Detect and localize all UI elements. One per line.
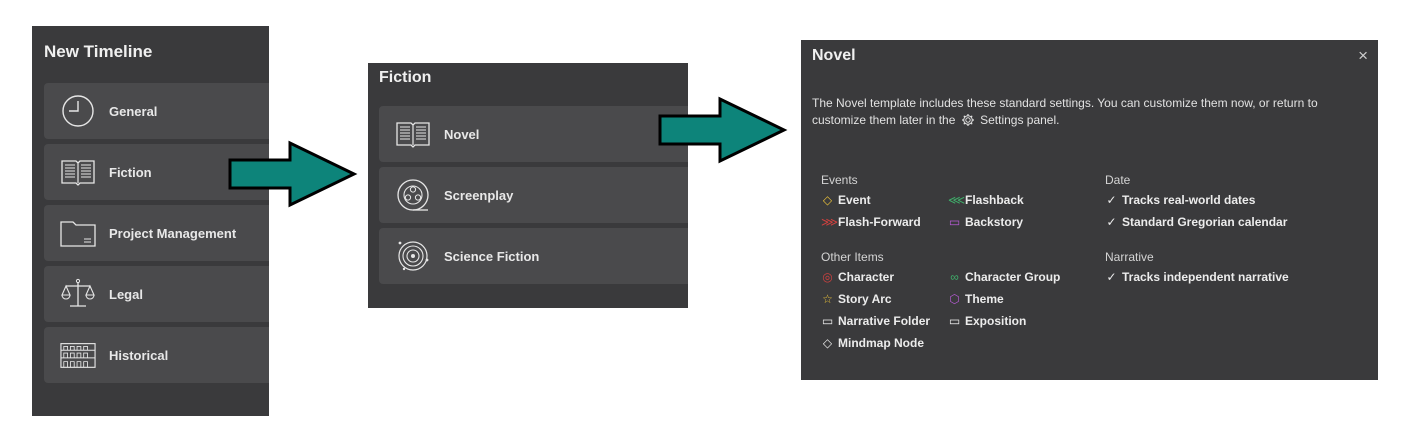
folder-icon <box>60 215 96 251</box>
item-label: Backstory <box>965 215 1024 229</box>
item-label: Narrative Folder <box>838 314 931 328</box>
item-label: Legal <box>109 286 143 302</box>
dialog-description: The Novel template includes these standa… <box>812 95 1374 132</box>
item-label: Flashback <box>965 193 1024 207</box>
group-icon: ∞ <box>950 270 959 284</box>
diamond-icon: ◇ <box>822 193 833 207</box>
flash-forward-item: ⋙Flash-Forward <box>821 215 921 229</box>
folder-icon: ▭ <box>821 314 834 328</box>
dialog-title: Novel <box>812 47 856 64</box>
scales-icon <box>60 276 96 312</box>
item-label: Historical <box>109 347 169 363</box>
item-label: Fiction <box>109 164 152 180</box>
item-label: Standard Gregorian calendar <box>1122 215 1288 229</box>
item-label: General <box>109 103 158 119</box>
item-label: Character Group <box>965 270 1061 284</box>
template-item-legal[interactable]: Legal <box>44 266 269 322</box>
colosseum-icon <box>60 337 96 373</box>
description-text-end: Settings panel. <box>980 113 1060 127</box>
rewind-icon: ⋘ <box>948 193 966 207</box>
other-items-heading: Other Items <box>821 250 884 264</box>
item-label: Tracks real-world dates <box>1122 193 1256 207</box>
item-label: Theme <box>965 292 1004 306</box>
template-item-novel[interactable]: Novel <box>379 106 688 162</box>
backstory-item: ▭ Backstory <box>948 215 1023 229</box>
item-label: Screenplay <box>444 187 514 203</box>
novel-template-dialog: Novel × The Novel template includes thes… <box>801 40 1378 380</box>
fast-forward-icon: ⋙ <box>821 215 839 229</box>
theme-icon: ⬡ <box>949 292 960 306</box>
template-item-general[interactable]: General <box>44 83 269 139</box>
panel-title: New Timeline <box>44 42 153 61</box>
item-label: Exposition <box>965 314 1027 328</box>
panel-title: Fiction <box>379 69 432 86</box>
gear-icon <box>961 113 975 132</box>
check-icon: ✓ <box>1106 215 1117 229</box>
date-setting-item: ✓ Standard Gregorian calendar <box>1105 215 1287 229</box>
template-item-historical[interactable]: Historical <box>44 327 269 383</box>
star-icon: ☆ <box>822 292 833 306</box>
item-label: Novel <box>444 126 480 142</box>
arrow-1 <box>228 140 358 208</box>
character-group-item: ∞ Character Group <box>948 270 1060 284</box>
item-label: Character <box>838 270 895 284</box>
book-icon <box>395 116 431 152</box>
item-label: Story Arc <box>838 292 892 306</box>
character-item: ◎ Character <box>821 270 894 284</box>
flashback-item: ⋘Flashback <box>948 193 1024 207</box>
character-icon: ◎ <box>822 270 833 284</box>
new-timeline-panel: New Timeline General Fiction Project Man… <box>32 26 269 416</box>
book-icon <box>60 154 96 190</box>
arrow-2 <box>658 96 788 164</box>
template-item-project-management[interactable]: Project Management <box>44 205 269 261</box>
template-item-screenplay[interactable]: Screenplay <box>379 167 688 223</box>
date-setting-item: ✓ Tracks real-world dates <box>1105 193 1255 207</box>
check-icon: ✓ <box>1106 270 1117 284</box>
template-item-science-fiction[interactable]: Science Fiction <box>379 228 688 284</box>
close-button[interactable]: × <box>1358 46 1368 65</box>
event-item: ◇ Event <box>821 193 871 207</box>
clock-icon <box>60 93 96 129</box>
diamond-icon: ◇ <box>822 336 833 350</box>
galaxy-icon <box>395 238 431 274</box>
story-arc-item: ☆ Story Arc <box>821 292 892 306</box>
exposition-item: ▭ Exposition <box>948 314 1027 328</box>
narrative-folder-item: ▭ Narrative Folder <box>821 314 930 328</box>
item-label: Project Management <box>109 225 237 241</box>
exposition-icon: ▭ <box>948 314 961 328</box>
mindmap-node-item: ◇ Mindmap Node <box>821 336 924 350</box>
note-icon: ▭ <box>948 215 961 229</box>
narrative-heading: Narrative <box>1105 250 1154 264</box>
fiction-panel: Fiction Novel Screenplay Science Fiction <box>368 63 688 308</box>
events-heading: Events <box>821 173 858 187</box>
description-text: The Novel template includes these standa… <box>812 96 1318 127</box>
theme-item: ⬡ Theme <box>948 292 1004 306</box>
item-label: Tracks independent narrative <box>1122 270 1289 284</box>
item-label: Event <box>838 193 871 207</box>
date-heading: Date <box>1105 173 1131 187</box>
item-label: Science Fiction <box>444 248 540 264</box>
item-label: Mindmap Node <box>838 336 924 350</box>
check-icon: ✓ <box>1106 193 1117 207</box>
item-label: Flash-Forward <box>838 215 921 229</box>
narrative-setting-item: ✓ Tracks independent narrative <box>1105 270 1289 284</box>
film-reel-icon <box>395 177 431 213</box>
